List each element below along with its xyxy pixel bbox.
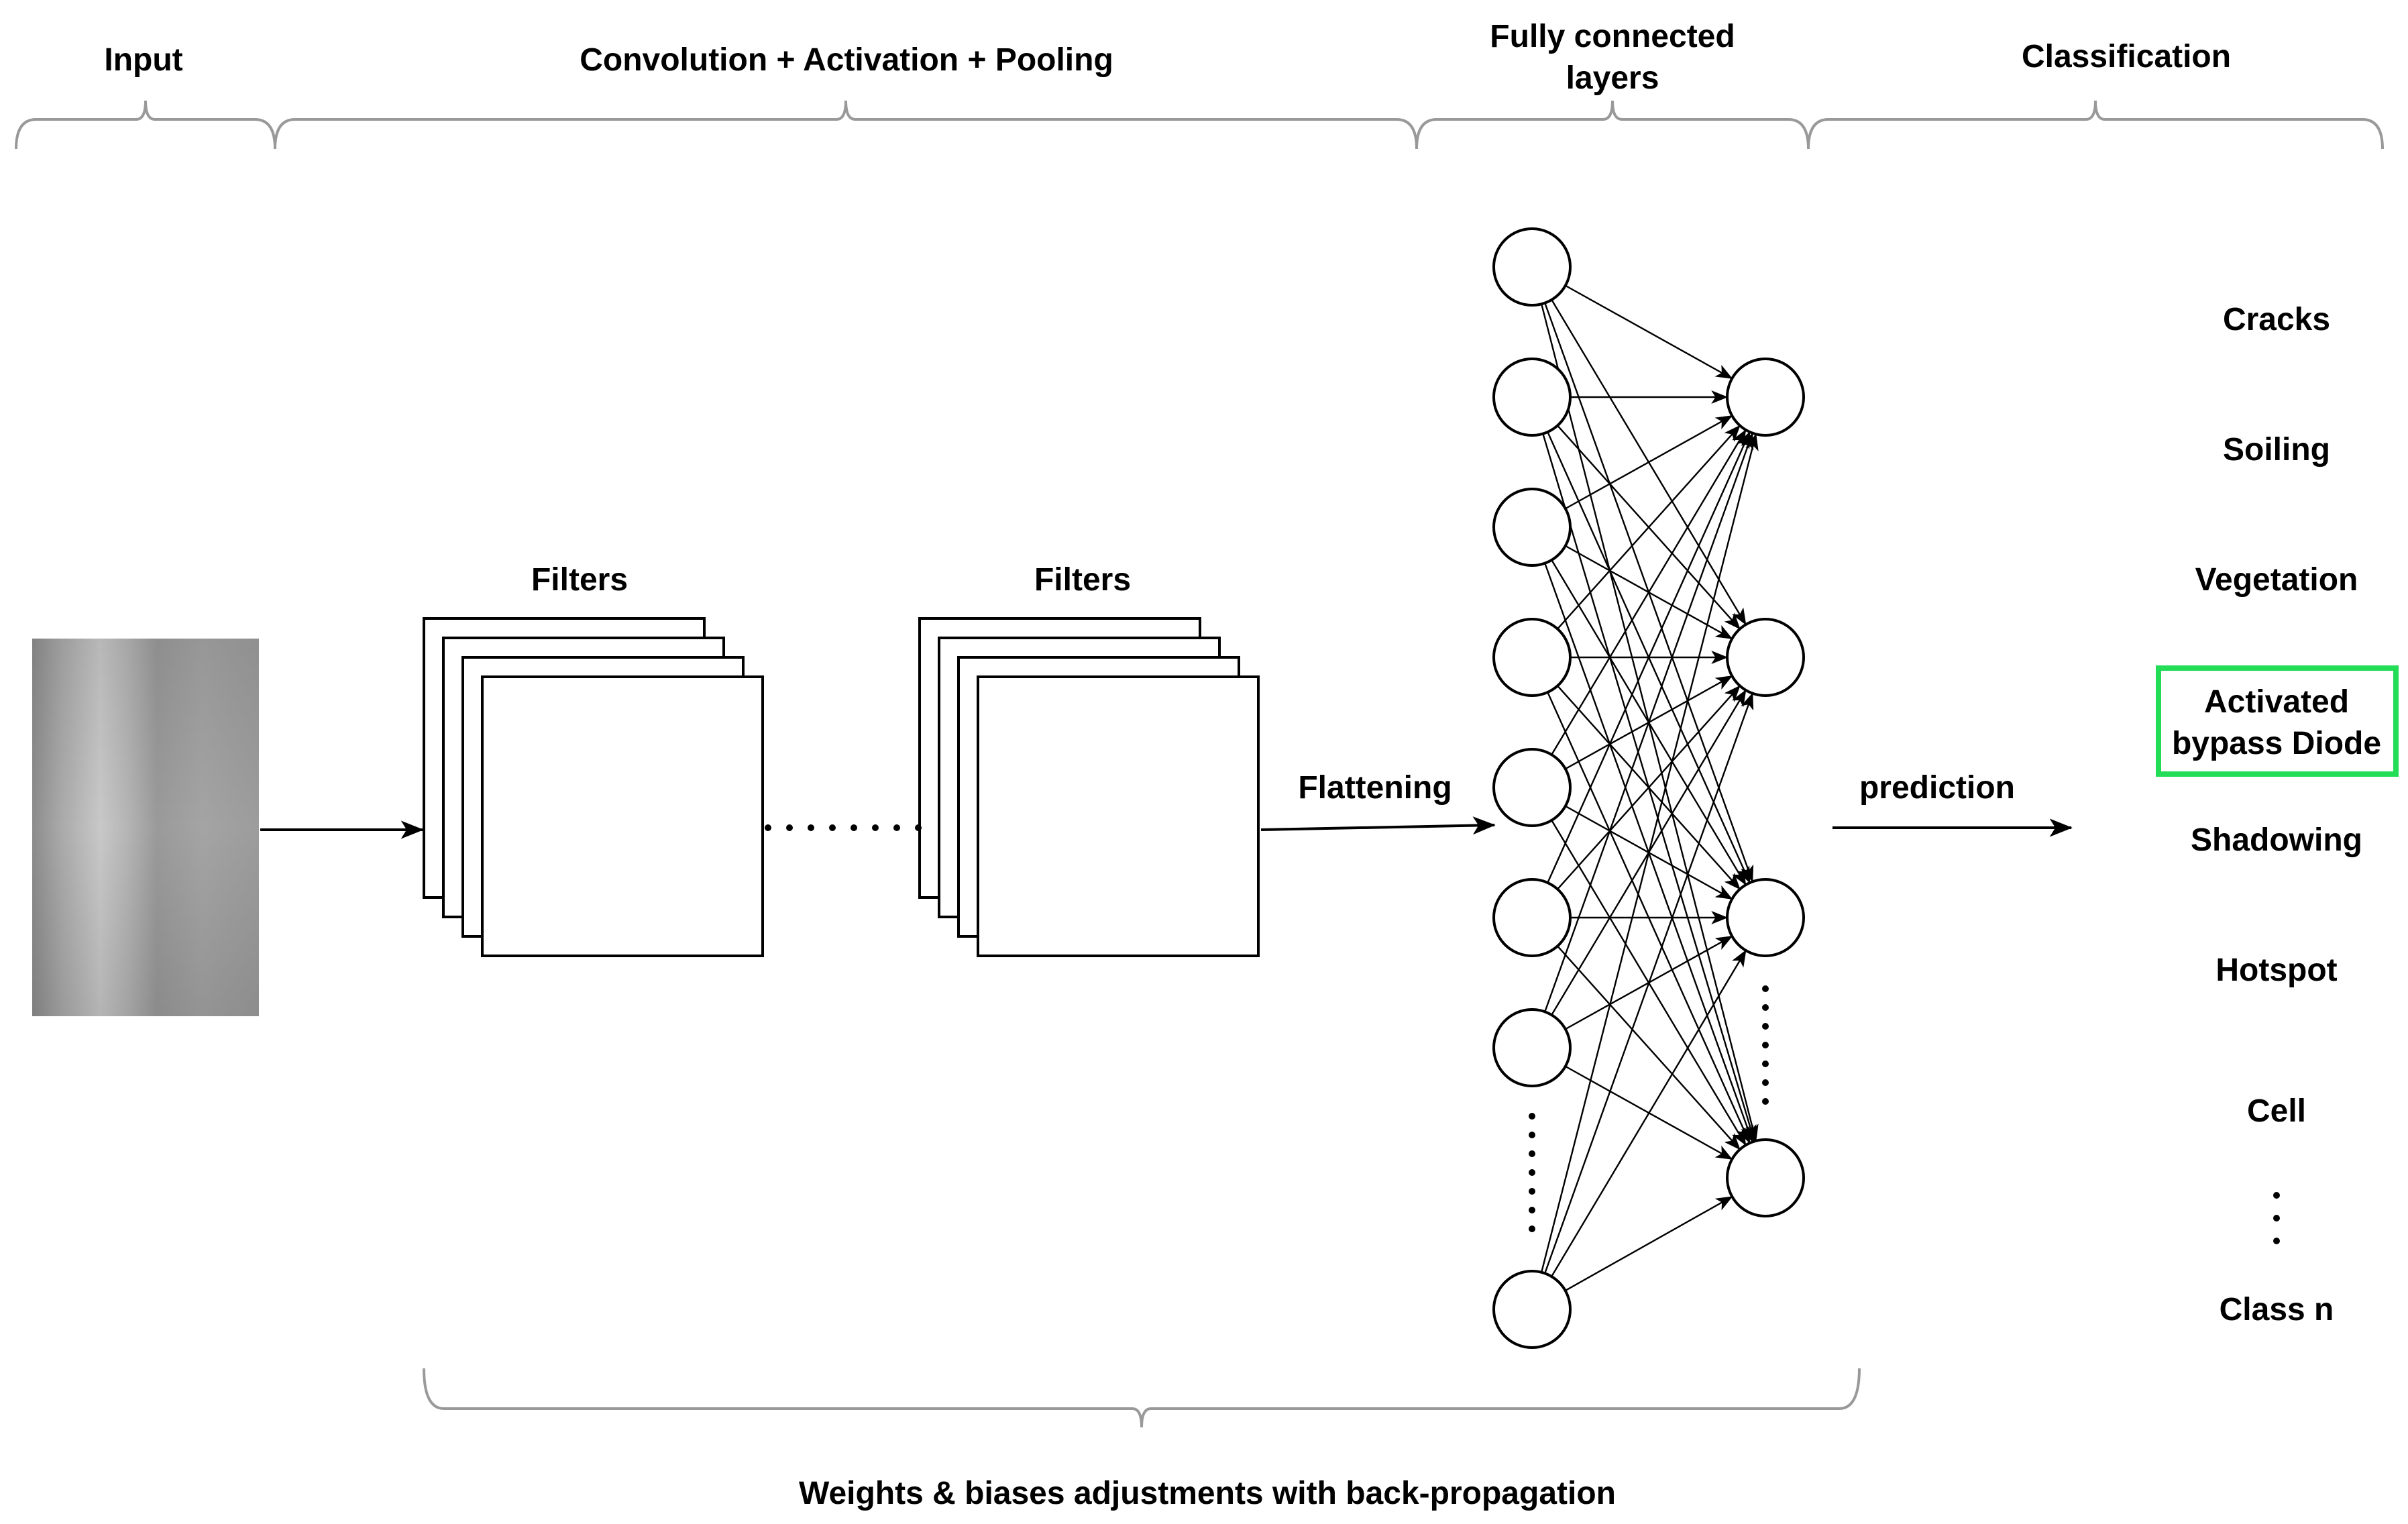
flattening-arrow — [1260, 816, 1496, 835]
filter-stack-2-feature-map-4 — [977, 675, 1260, 957]
class-label-vegetation: Vegetation — [2195, 562, 2358, 598]
network-ellipsis — [1529, 985, 1769, 1232]
hidden-ellipsis-dot — [1762, 985, 1769, 992]
input-ellipsis-dot — [1529, 1132, 1535, 1138]
class-label-shadowing: Shadowing — [2191, 822, 2362, 858]
section-braces — [15, 100, 2384, 150]
input-neuron-4 — [1492, 618, 1572, 697]
flattening-label: Flattening — [1298, 770, 1452, 806]
section-label-classification: Classification — [2022, 39, 2231, 74]
section-label-fully-connected-line1: Fully connected — [1490, 19, 1735, 54]
input-ellipsis-dot — [1529, 1150, 1535, 1157]
input-ellipsis-dot — [1529, 1226, 1535, 1232]
class-list: Cracks Soiling Vegetation Shadowing Hots… — [2191, 302, 2362, 1327]
class-label-cell: Cell — [2247, 1093, 2306, 1129]
prediction-label: prediction — [1859, 770, 2015, 806]
hidden-ellipsis-dot — [1762, 1079, 1769, 1086]
hidden-ellipsis-dot — [1762, 1042, 1769, 1048]
network-connection — [1544, 692, 1754, 1274]
class-label-cracks: Cracks — [2223, 302, 2330, 337]
network-connection — [1544, 432, 1754, 1012]
filter-stack-1-feature-map-4 — [481, 675, 764, 957]
input-neuron-7 — [1492, 1008, 1572, 1087]
class-ellipsis-dot — [2273, 1215, 2280, 1221]
class-label-hotspot: Hotspot — [2215, 953, 2337, 988]
network-connection — [1551, 949, 1747, 1277]
hidden-ellipsis-dot — [1762, 1098, 1769, 1105]
class-ellipsis-dot — [2273, 1238, 2280, 1244]
class-label-class-n: Class n — [2220, 1292, 2334, 1327]
ellipsis-dot — [915, 824, 922, 831]
highlighted-class: Activated bypass Diode — [2156, 665, 2399, 777]
input-neuron-1 — [1492, 227, 1572, 307]
hidden-neuron-2 — [1726, 618, 1805, 697]
highlight-box — [2156, 665, 2399, 777]
between-filters-dots — [765, 824, 922, 831]
input-neuron-5 — [1492, 748, 1572, 827]
backprop-brace — [423, 1368, 1861, 1428]
network-connection — [1557, 685, 1741, 890]
hidden-ellipsis-dot — [1762, 1004, 1769, 1011]
input-neuron-2 — [1492, 358, 1572, 437]
network-nodes — [1492, 227, 1805, 1349]
brace-backprop — [423, 1368, 1861, 1428]
input-neuron-8 — [1492, 1270, 1572, 1349]
section-label-fully-connected-line2: layers — [1566, 60, 1659, 96]
network-connection — [1565, 284, 1733, 380]
network-connections — [1540, 284, 1759, 1292]
class-ellipsis-dot — [2273, 1192, 2280, 1199]
filters-label-2: Filters — [1034, 562, 1131, 598]
network-connection — [1565, 415, 1733, 510]
input-ellipsis-dot — [1529, 1188, 1535, 1195]
ellipsis-dot — [893, 824, 900, 831]
input-neuron-6 — [1492, 878, 1572, 957]
class-label-activated-bypass-diode-line2: bypass Diode — [2172, 726, 2381, 761]
hidden-neuron-1 — [1726, 358, 1805, 437]
ellipsis-dot — [808, 824, 814, 831]
ellipsis-dot — [851, 824, 857, 831]
ellipsis-dot — [786, 824, 793, 831]
section-label-input: Input — [104, 42, 182, 78]
network-connection — [1551, 429, 1747, 755]
network-connection — [1540, 433, 1759, 1273]
brace-convolution — [274, 100, 1418, 150]
input-ellipsis-dot — [1529, 1113, 1535, 1120]
network-connection — [1565, 1195, 1733, 1292]
input-ellipsis-dot — [1529, 1169, 1535, 1176]
network-connection — [1547, 431, 1751, 883]
brace-input — [15, 100, 276, 150]
filter-stack-1 — [423, 617, 764, 957]
ellipsis-dot — [872, 824, 879, 831]
hidden-ellipsis-dot — [1762, 1023, 1769, 1030]
ellipsis-dot — [765, 824, 771, 831]
input-image — [32, 639, 259, 1016]
filters-label-1: Filters — [531, 562, 628, 598]
class-list-ellipsis — [2273, 1192, 2280, 1244]
input-neuron-3 — [1492, 488, 1572, 567]
brace-classification — [1807, 100, 2384, 150]
backprop-label: Weights & biases adjustments with back-p… — [799, 1476, 1616, 1511]
section-label-convolution: Convolution + Activation + Pooling — [580, 42, 1113, 78]
filter-stack-2 — [918, 617, 1260, 957]
class-label-soiling: Soiling — [2223, 432, 2330, 468]
network-connection — [1557, 425, 1741, 630]
brace-fully-connected — [1415, 100, 1810, 150]
hidden-ellipsis-dot — [1762, 1060, 1769, 1067]
input-ellipsis-dot — [1529, 1207, 1535, 1213]
network-connection — [1557, 945, 1741, 1150]
class-label-activated-bypass-diode-line1: Activated — [2204, 684, 2349, 720]
hidden-neuron-4 — [1726, 1138, 1805, 1217]
ellipsis-dot — [829, 824, 836, 831]
hidden-neuron-3 — [1726, 878, 1805, 957]
